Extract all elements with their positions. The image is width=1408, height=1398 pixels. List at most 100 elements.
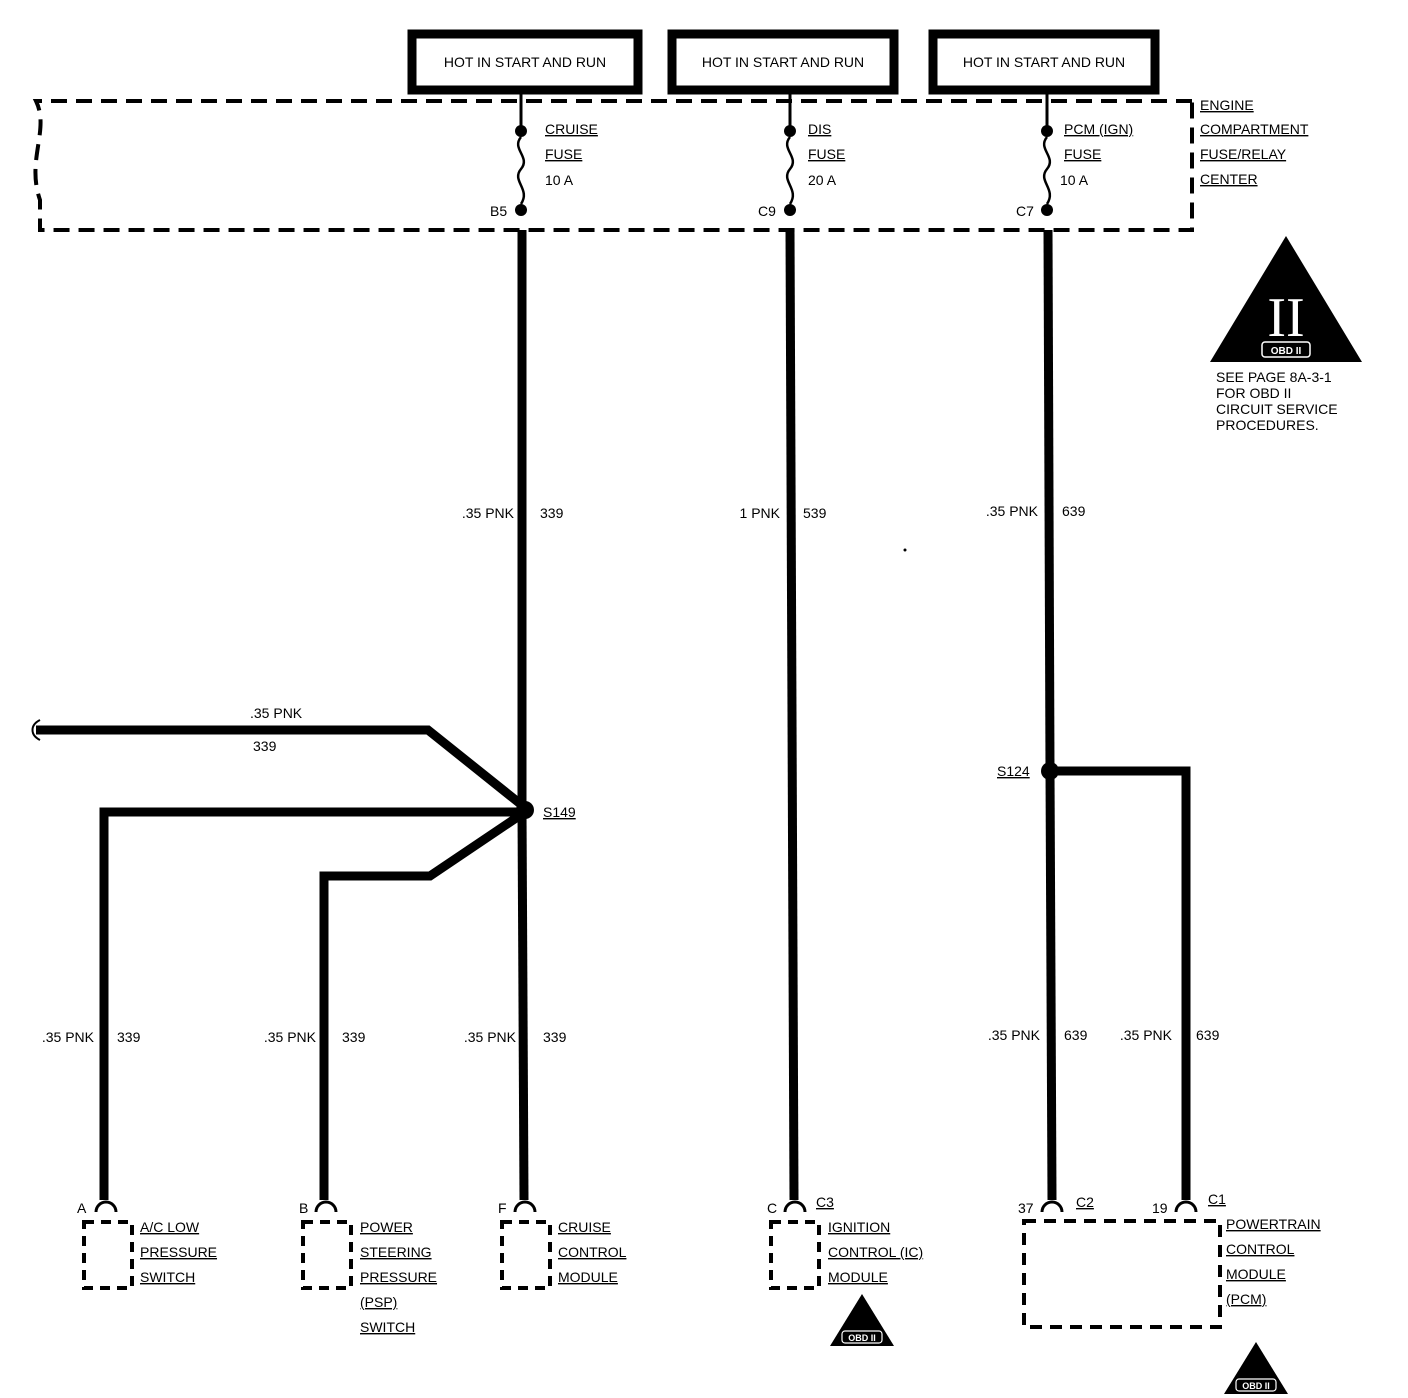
hot-box-cruise: HOT IN START AND RUN (407, 29, 643, 95)
svg-text:SEE PAGE 8A-3-1: SEE PAGE 8A-3-1 (1216, 369, 1332, 385)
svg-text:SWITCH: SWITCH (360, 1319, 415, 1335)
svg-text:339: 339 (543, 1029, 567, 1045)
ignition-module-obd-badge: OBD II (848, 1333, 876, 1343)
pcm-fuse: PCM (IGN) FUSE 10 A C7 (1016, 90, 1133, 219)
pcm-obd-badge: OBD II (1242, 1381, 1270, 1391)
dis-fuse-cavity: C9 (758, 203, 776, 219)
svg-text:.35 PNK: .35 PNK (1120, 1027, 1173, 1043)
svg-text:.35 PNK: .35 PNK (986, 503, 1039, 519)
dis-fuse-word: FUSE (808, 146, 845, 162)
dis-fuse: DIS FUSE 20 A C9 (758, 90, 845, 219)
svg-text:POWERTRAIN: POWERTRAIN (1226, 1216, 1321, 1232)
svg-text:FOR OBD II: FOR OBD II (1216, 385, 1291, 401)
cruise-module-pin: F (498, 1200, 507, 1216)
splice-s149-label: S149 (543, 804, 576, 820)
svg-text:339: 339 (117, 1029, 141, 1045)
svg-text:CONTROL: CONTROL (1226, 1241, 1295, 1257)
psp-switch: B POWER STEERING PRESSURE (PSP) SWITCH (299, 1200, 437, 1335)
svg-text:CRUISE: CRUISE (558, 1219, 611, 1235)
fuse-relay-center-outline (32, 99, 1194, 232)
svg-text:639: 639 (1064, 1027, 1088, 1043)
svg-text:639: 639 (1196, 1027, 1220, 1043)
wire-ccm-branch: .35 PNK 339 (464, 809, 567, 1201)
svg-text:PROCEDURES.: PROCEDURES. (1216, 417, 1319, 433)
obd-ii-triangle-icon (1210, 236, 1362, 362)
svg-text:.35 PNK: .35 PNK (42, 1029, 95, 1045)
hot-box-cruise-label: HOT IN START AND RUN (444, 54, 606, 70)
svg-text:MODULE: MODULE (558, 1269, 618, 1285)
hot-box-pcm-label: HOT IN START AND RUN (963, 54, 1125, 70)
pcm-pin-37: 37 (1018, 1200, 1034, 1216)
wire-left-branch: .35 PNK 339 (31, 705, 526, 810)
pcm-fuse-rating: 10 A (1060, 172, 1089, 188)
pcm-connector-c1: C1 (1208, 1191, 1226, 1207)
svg-text:MODULE: MODULE (828, 1269, 888, 1285)
svg-text:CONTROL (IC): CONTROL (IC) (828, 1244, 923, 1260)
pcm-fuse-name: PCM (IGN) (1064, 121, 1133, 137)
wire-psp-branch: .35 PNK 339 (264, 810, 525, 1200)
svg-text:CIRCUIT SERVICE: CIRCUIT SERVICE (1216, 401, 1338, 417)
svg-text:(PSP): (PSP) (360, 1294, 397, 1310)
svg-text:POWER: POWER (360, 1219, 413, 1235)
cruise-fuse-cavity: B5 (490, 203, 507, 219)
pcm-fuse-cavity: C7 (1016, 203, 1034, 219)
wire-ac-branch: .35 PNK 339 (42, 807, 522, 1200)
svg-text:1 PNK: 1 PNK (740, 505, 781, 521)
svg-text:A/C LOW: A/C LOW (140, 1219, 200, 1235)
svg-text:SWITCH: SWITCH (140, 1269, 195, 1285)
svg-text:339: 339 (540, 505, 564, 521)
svg-text:.35 PNK: .35 PNK (462, 505, 515, 521)
wire-dis-feed: 1 PNK 539 (740, 229, 827, 1201)
dis-fuse-name: DIS (808, 121, 831, 137)
svg-text:539: 539 (803, 505, 827, 521)
svg-text:COMPARTMENT: COMPARTMENT (1200, 121, 1309, 137)
ac-low-pressure-switch: A A/C LOW PRESSURE SWITCH (77, 1200, 217, 1290)
svg-text:.35 PNK: .35 PNK (264, 1029, 317, 1045)
psp-switch-pin: B (299, 1200, 308, 1216)
pcm-pin-19: 19 (1152, 1200, 1168, 1216)
svg-text:CENTER: CENTER (1200, 171, 1258, 187)
powertrain-control-module: 37 C2 19 C1 POWERTRAIN CONTROL MODULE (P… (1018, 1191, 1321, 1394)
svg-text:639: 639 (1062, 503, 1086, 519)
hot-box-dis-label: HOT IN START AND RUN (702, 54, 864, 70)
ignition-module-pin: C (767, 1200, 777, 1216)
cruise-fuse-word: FUSE (545, 146, 582, 162)
stray-dot (903, 548, 907, 552)
cruise-control-module: F CRUISE CONTROL MODULE (498, 1200, 627, 1290)
svg-text:.35 PNK: .35 PNK (250, 705, 303, 721)
cruise-fuse-rating: 10 A (545, 172, 574, 188)
hot-box-dis: HOT IN START AND RUN (667, 29, 899, 95)
cruise-fuse: CRUISE FUSE 10 A B5 (490, 90, 598, 219)
svg-text:ENGINE: ENGINE (1200, 97, 1254, 113)
hot-box-pcm: HOT IN START AND RUN (928, 29, 1160, 95)
obd-ii-note: II OBD II SEE PAGE 8A-3-1 FOR OBD II CIR… (1210, 236, 1362, 433)
svg-text:CONTROL: CONTROL (558, 1244, 627, 1260)
ignition-control-module: C C3 IGNITION CONTROL (IC) MODULE OBD II (767, 1194, 923, 1346)
obd-ii-symbol: II (1267, 287, 1304, 349)
ac-switch-pin: A (77, 1200, 87, 1216)
dis-fuse-rating: 20 A (808, 172, 837, 188)
svg-text:.35 PNK: .35 PNK (988, 1027, 1041, 1043)
obd-ii-badge: OBD II (1271, 346, 1302, 357)
splice-s124-label: S124 (997, 763, 1030, 779)
svg-text:PRESSURE: PRESSURE (360, 1269, 437, 1285)
cruise-fuse-name: CRUISE (545, 121, 598, 137)
wire-pcm-c1-branch: .35 PNK 639 (1058, 766, 1220, 1200)
svg-text:PRESSURE: PRESSURE (140, 1244, 217, 1260)
ignition-module-connector: C3 (816, 1194, 834, 1210)
svg-text:.35 PNK: .35 PNK (464, 1029, 517, 1045)
wire-pcm-feed: .35 PNK 639 (986, 229, 1086, 771)
wire-cruise-feed: .35 PNK 339 (462, 230, 564, 810)
svg-text:339: 339 (253, 738, 277, 754)
svg-text:339: 339 (342, 1029, 366, 1045)
svg-text:STEERING: STEERING (360, 1244, 432, 1260)
pcm-connector-c2: C2 (1076, 1194, 1094, 1210)
svg-text:(PCM): (PCM) (1226, 1291, 1266, 1307)
svg-text:IGNITION: IGNITION (828, 1219, 890, 1235)
wire-pcm-c2-branch: .35 PNK 639 (988, 770, 1088, 1201)
svg-text:FUSE/RELAY: FUSE/RELAY (1200, 146, 1287, 162)
svg-text:MODULE: MODULE (1226, 1266, 1286, 1282)
fuse-relay-center-label: ENGINE COMPARTMENT FUSE/RELAY CENTER (1200, 97, 1309, 187)
pcm-fuse-word: FUSE (1064, 146, 1101, 162)
